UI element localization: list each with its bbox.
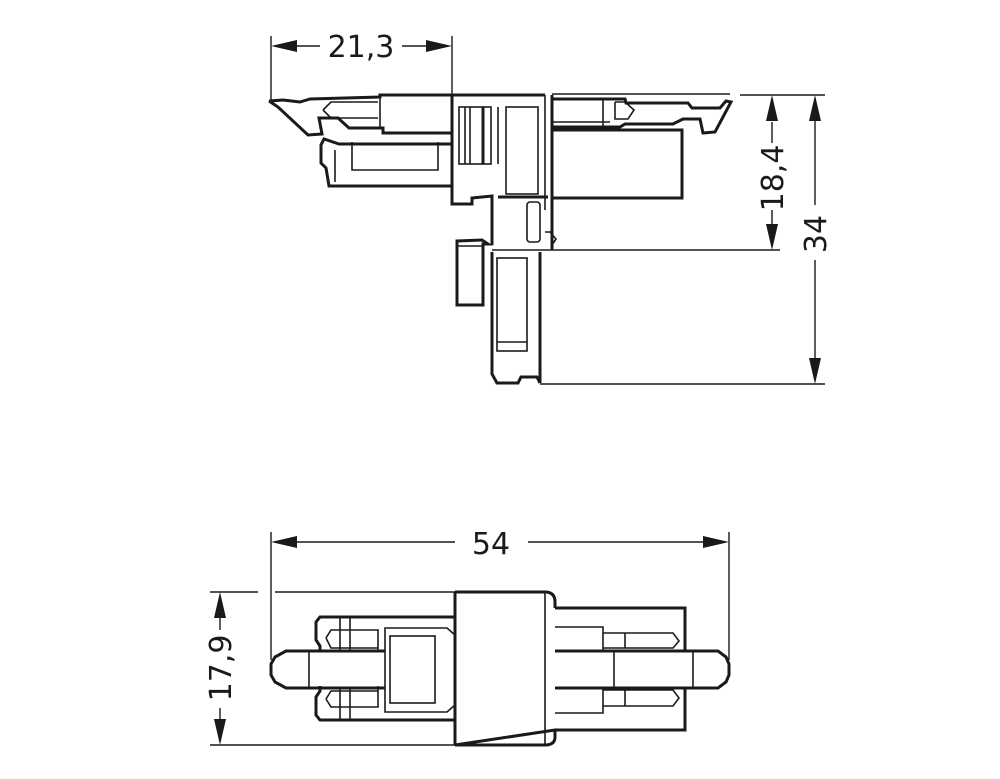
dimension-18-4: 18,4 [740,94,825,250]
top-view: 54 17,9 [204,527,731,747]
dim-label-21-3: 21,3 [328,30,395,65]
dimension-17-9: 17,9 [204,591,455,746]
dim-label-17-9: 17,9 [204,635,239,702]
dimension-21-3: 21,3 [270,30,453,102]
side-view: 21,3 [268,30,834,385]
dim-label-34: 34 [799,215,834,253]
dimension-34: 34 [799,95,834,384]
dim-label-18-4: 18,4 [756,145,791,212]
dim-label-54: 54 [472,527,510,562]
dimension-54: 54 [270,527,730,660]
